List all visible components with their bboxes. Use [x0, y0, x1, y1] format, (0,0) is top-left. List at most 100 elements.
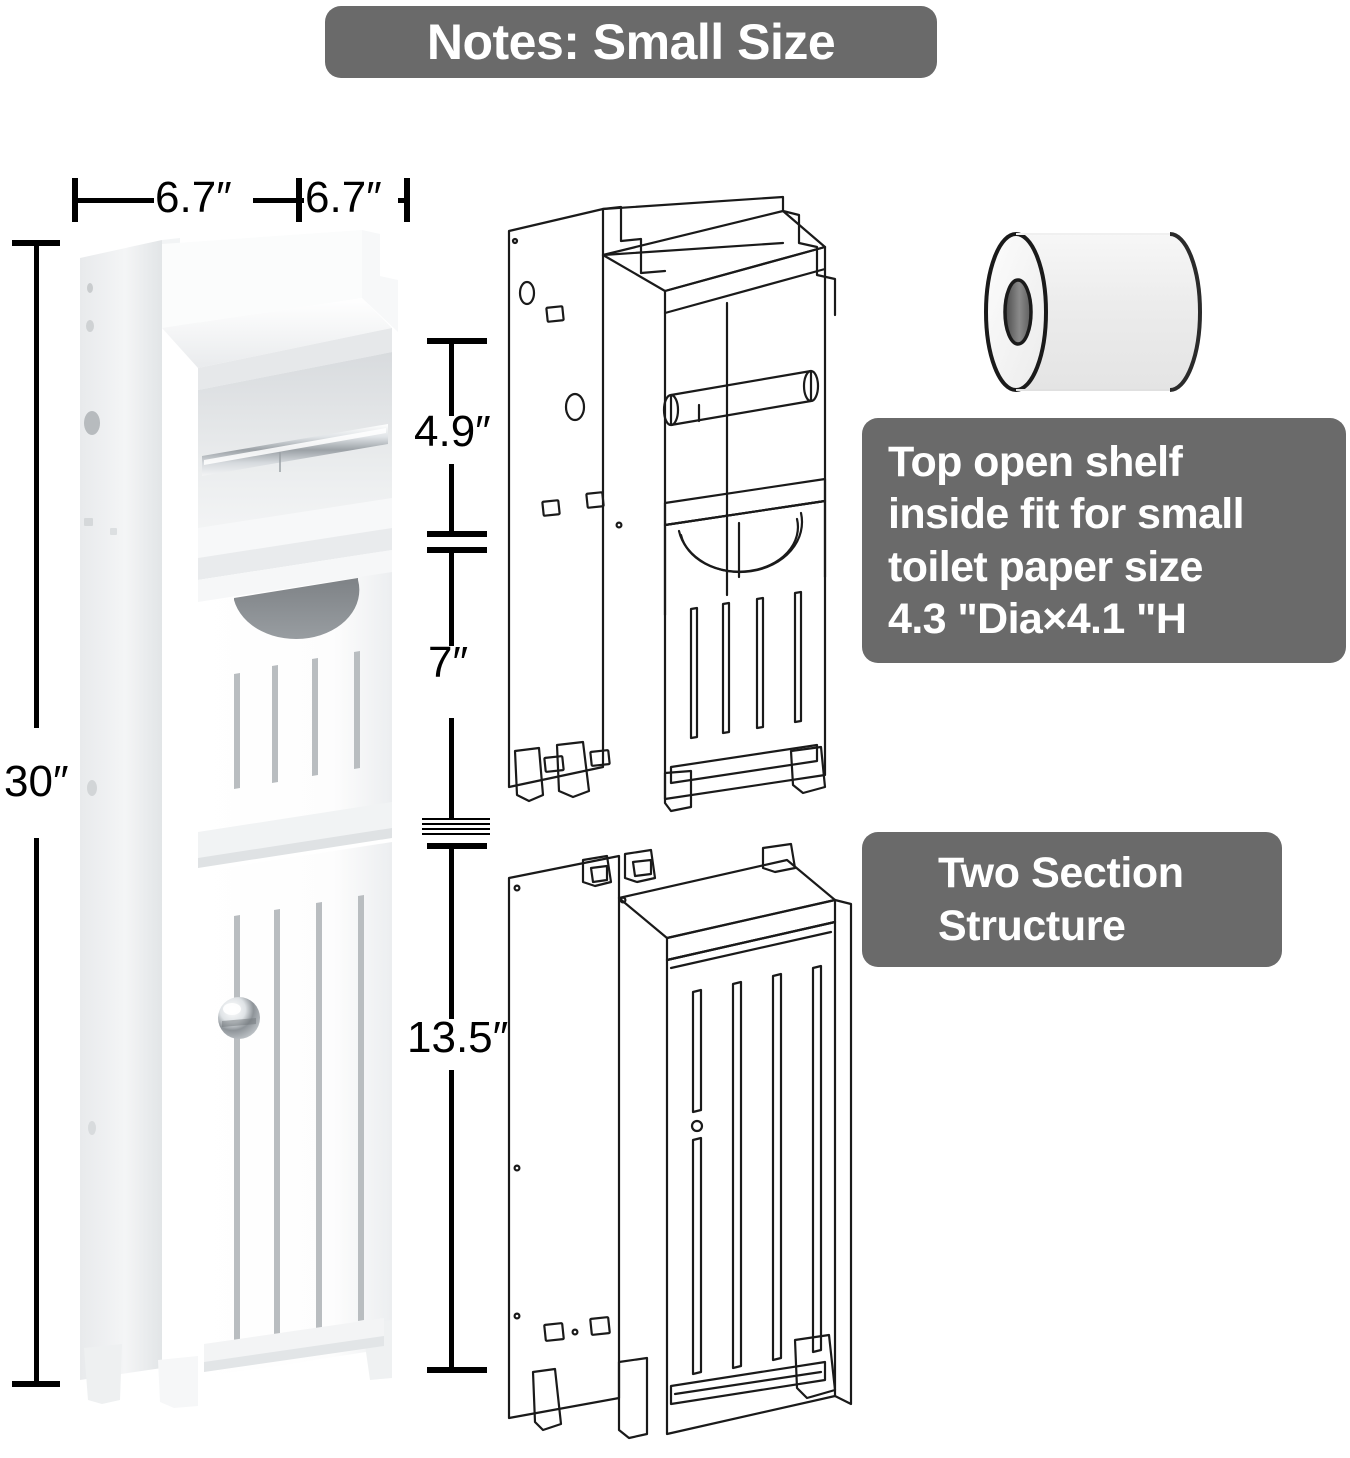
lineart-foot-left-2	[555, 740, 591, 799]
lineart-slat-2	[721, 601, 731, 735]
lineart-foot-front	[663, 769, 693, 813]
lineart-tab-2	[623, 848, 657, 884]
lineart-lower-foot-left	[531, 1367, 563, 1432]
roll-core-hole	[1003, 278, 1033, 346]
lineart-top-shelf-edge	[663, 245, 827, 315]
cabinet-bottom-plinth-shadow	[204, 1336, 384, 1372]
lineart-lower-pin-2	[619, 896, 627, 904]
lineart-shelf-back	[601, 195, 785, 213]
cabinet-cam-hole-1	[84, 411, 100, 435]
cabinet-section-divider-rail	[198, 802, 392, 862]
width-label-left: 6.7″	[155, 173, 232, 222]
roll-far-rim	[1169, 232, 1202, 392]
shelf-height-tick-top	[427, 338, 487, 344]
lineart-tab-3	[761, 842, 797, 874]
cabinet-middle-door-cutout	[234, 578, 360, 640]
cabinet-left-side-panel	[80, 240, 162, 1380]
lineart-slot-1	[545, 305, 565, 323]
cabinet-middle-door-slats	[234, 651, 360, 789]
lineart-foot-slot-2	[589, 749, 611, 767]
width-rule-left-b	[253, 198, 299, 203]
lineart-lower-slat-3	[771, 972, 783, 1362]
cabinet-middle-shelf-edge	[198, 528, 392, 580]
lineart-slat-3	[755, 596, 765, 730]
bottom-height-label: 13.5″	[407, 1013, 509, 1062]
lineart-lower-foot-right	[793, 1333, 837, 1400]
structure-line-2: Structure	[938, 901, 1126, 950]
cabinet-foot-front-left	[158, 1356, 198, 1408]
lineart-tab-notch-2	[631, 858, 653, 878]
lineart-lower-foot-front	[617, 1356, 649, 1440]
width-tick-right	[404, 178, 410, 222]
lineart-right-crown	[781, 209, 837, 317]
title-banner-text: Notes: Small Size	[426, 14, 836, 70]
cabinet-middle-shelf-surface	[198, 498, 392, 558]
lineart-foot-slot-1	[543, 755, 565, 773]
shelf-note-line-3: toilet paper size	[888, 542, 1203, 591]
upper-section-lineart	[507, 195, 837, 813]
cabinet-foot-left	[84, 1344, 122, 1404]
middle-height-rule-lower	[449, 718, 454, 818]
total-height-rule-upper	[34, 240, 39, 728]
lineart-slot-2	[541, 499, 561, 517]
lineart-tab-1	[581, 854, 613, 888]
cabinet-lower-door-panel	[198, 842, 392, 1378]
title-banner: Notes: Small Size	[325, 6, 937, 78]
lower-section-lineart	[507, 842, 853, 1440]
lineart-rod-end-right	[802, 369, 820, 403]
lineart-bottom-plinth	[669, 743, 819, 785]
cabinet-door-knob	[218, 997, 260, 1039]
lineart-slat-1	[689, 606, 699, 740]
total-height-rule-lower	[34, 838, 39, 1384]
lineart-rod-body	[669, 369, 813, 427]
lineart-lower-slat-2	[731, 980, 743, 1370]
lineart-slot-3	[585, 491, 605, 509]
bottom-height-rule-lower	[449, 1070, 454, 1370]
width-rule-right-b	[398, 198, 407, 203]
lineart-shelf-back-edge	[601, 241, 785, 257]
total-height-label: 30″	[4, 757, 69, 806]
lineart-front-top-rail	[663, 499, 827, 527]
cabinet-bottom-plinth	[204, 1318, 384, 1366]
bottom-height-tick-bottom	[427, 1367, 487, 1373]
width-label-right: 6.7″	[305, 173, 382, 222]
cabinet-top-shelf-surface	[162, 298, 392, 368]
lineart-lower-slot-1	[543, 1322, 565, 1342]
lineart-lower-bottom-plinth-2	[673, 1370, 823, 1396]
cabinet-lower-door-slats	[234, 895, 364, 1341]
lineart-slat-4	[793, 590, 803, 724]
lineart-foot-right	[789, 745, 827, 795]
lineart-lower-slat-1-lower	[691, 1136, 703, 1376]
cabinet-top-shelf-back-wall	[162, 230, 362, 328]
cabinet-door-knob-highlight	[223, 1003, 241, 1015]
cabinet-slot-1	[84, 518, 93, 526]
shelf-height-tick-bottom	[427, 531, 487, 537]
lineart-rod-end-left	[662, 393, 680, 427]
main-cabinet-illustration	[80, 230, 398, 1408]
lineart-lower-front-rail	[665, 920, 837, 962]
cabinet-screw-hole-2	[86, 320, 94, 332]
cabinet-door-knob-reflection	[222, 1018, 256, 1027]
lineart-cam-hole-2	[564, 392, 586, 422]
bottom-height-tick-top	[427, 843, 487, 849]
toilet-paper-roll-illustration	[984, 232, 1202, 392]
cabinet-right-crown-step	[362, 230, 398, 332]
middle-height-tick-top	[427, 547, 487, 553]
bottom-height-rule-upper	[449, 843, 454, 1019]
roll-body	[1016, 234, 1200, 390]
lineart-lower-slat-1-upper	[691, 988, 703, 1114]
lineart-lower-bottom-plinth	[669, 1360, 827, 1406]
lineart-cam-hole-1	[518, 280, 536, 306]
shelf-note-banner: Top open shelf inside fit for small toil…	[862, 418, 1346, 663]
cabinet-cam-hole-2	[87, 780, 97, 796]
lineart-lower-right-edge	[833, 898, 853, 1406]
lineart-pin-hole-1	[511, 237, 519, 245]
shelf-height-label: 4.9″	[414, 407, 491, 456]
cabinet-slot-2	[110, 528, 117, 535]
middle-height-label: 7″	[428, 638, 469, 687]
lineart-lower-pin-5	[571, 1328, 579, 1336]
shelf-height-rule-lower	[449, 464, 454, 534]
lineart-lower-pin-1	[513, 884, 521, 892]
cabinet-screw-hole-1	[87, 283, 93, 293]
lineart-knob-hole	[690, 1119, 704, 1133]
